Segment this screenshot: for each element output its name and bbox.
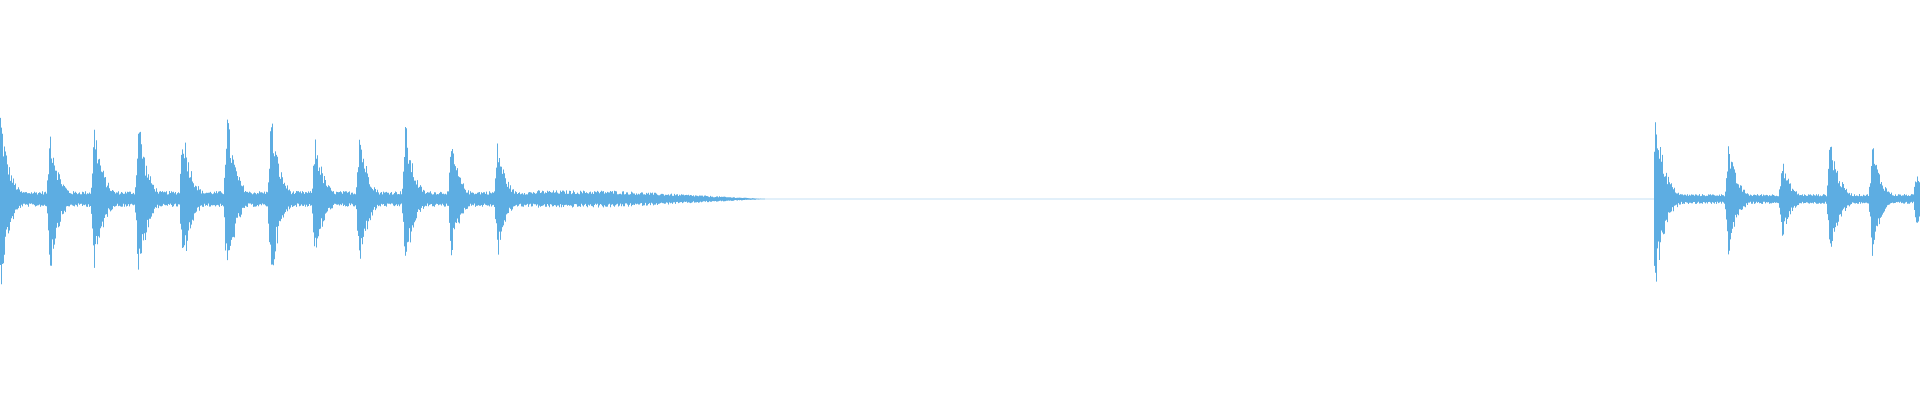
waveform-segment-2 [1654,122,1920,282]
waveform-segment-1 [0,117,765,285]
waveform-samples [0,117,765,285]
waveform-samples [1654,122,1920,282]
